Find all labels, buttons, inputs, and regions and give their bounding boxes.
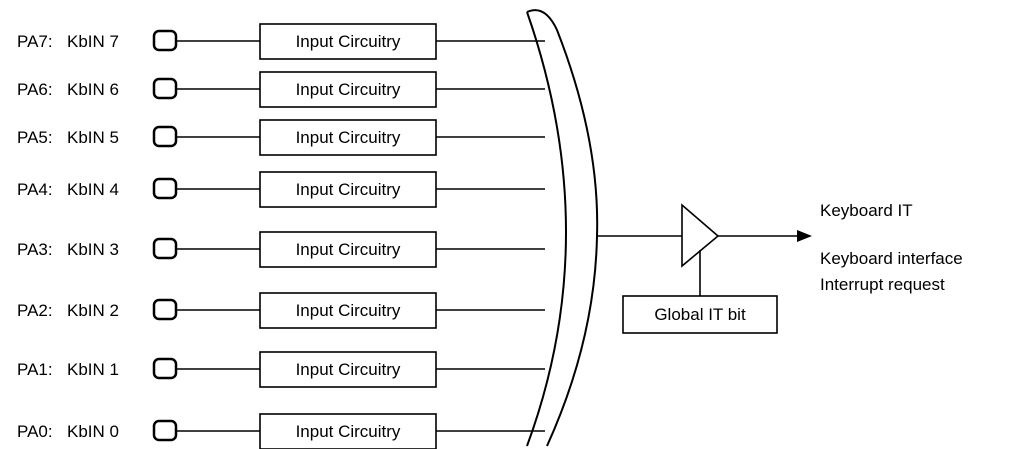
pin-pad-icon — [152, 419, 178, 442]
keyboard-interface-label: Keyboard interface — [820, 249, 963, 268]
pin-pad-icon — [152, 77, 178, 100]
input-circuitry-label: Input Circuitry — [296, 301, 401, 320]
interrupt-request-label: Interrupt request — [820, 275, 945, 294]
kbin-label: KbIN 4 — [67, 180, 119, 199]
input-circuitry-label: Input Circuitry — [296, 240, 401, 259]
global-it-bit-box — [622, 295, 778, 334]
input-circuitry-label: Input Circuitry — [296, 180, 401, 199]
pin-pad-icon — [152, 177, 178, 200]
pin-label: PA7: — [17, 32, 53, 51]
input-row: PA5: KbIN 5 Input Circuitry — [17, 119, 545, 156]
input-row: PA3: KbIN 3 Input Circuitry — [17, 231, 545, 268]
kbin-label: KbIN 3 — [67, 240, 119, 259]
input-row: PA7: KbIN 7 Input Circuitry — [17, 23, 545, 60]
pin-label: PA0: — [17, 422, 53, 441]
or-gate — [526, 9, 599, 447]
arrow-head-icon — [797, 230, 812, 242]
input-circuitry-label: Input Circuitry — [296, 422, 401, 441]
pin-pad-icon — [152, 29, 178, 52]
input-row: PA0: KbIN 0 Input Circuitry — [17, 413, 545, 449]
pin-pad-icon — [152, 298, 178, 321]
kbin-label: KbIN 0 — [67, 422, 119, 441]
input-row: PA6: KbIN 6 Input Circuitry — [17, 71, 545, 108]
input-circuitry-label: Input Circuitry — [296, 360, 401, 379]
input-circuitry-label: Input Circuitry — [296, 80, 401, 99]
kbin-label: KbIN 7 — [67, 32, 119, 51]
kbin-label: KbIN 5 — [67, 128, 119, 147]
pin-label: PA2: — [17, 301, 53, 320]
input-circuitry-label: Input Circuitry — [296, 128, 401, 147]
pin-label: PA5: — [17, 128, 53, 147]
kbin-label: KbIN 6 — [67, 80, 119, 99]
pin-label: PA1: — [17, 360, 53, 379]
input-circuitry-label: Input Circuitry — [296, 32, 401, 51]
pin-pad-icon — [152, 125, 178, 148]
global-it-bit-label: Global IT bit — [654, 305, 746, 324]
kbin-label: KbIN 2 — [67, 301, 119, 320]
kbin-label: KbIN 1 — [67, 360, 119, 379]
input-row: PA1: KbIN 1 Input Circuitry — [17, 351, 545, 388]
pin-label: PA4: — [17, 180, 53, 199]
input-row: PA2: KbIN 2 Input Circuitry — [17, 292, 545, 329]
pin-label: PA3: — [17, 240, 53, 259]
input-row: PA4: KbIN 4 Input Circuitry — [17, 171, 545, 208]
pin-label: PA6: — [17, 80, 53, 99]
pin-pad-icon — [152, 357, 178, 380]
pin-pad-icon — [152, 237, 178, 260]
keyboard-it-label: Keyboard IT — [820, 201, 913, 220]
